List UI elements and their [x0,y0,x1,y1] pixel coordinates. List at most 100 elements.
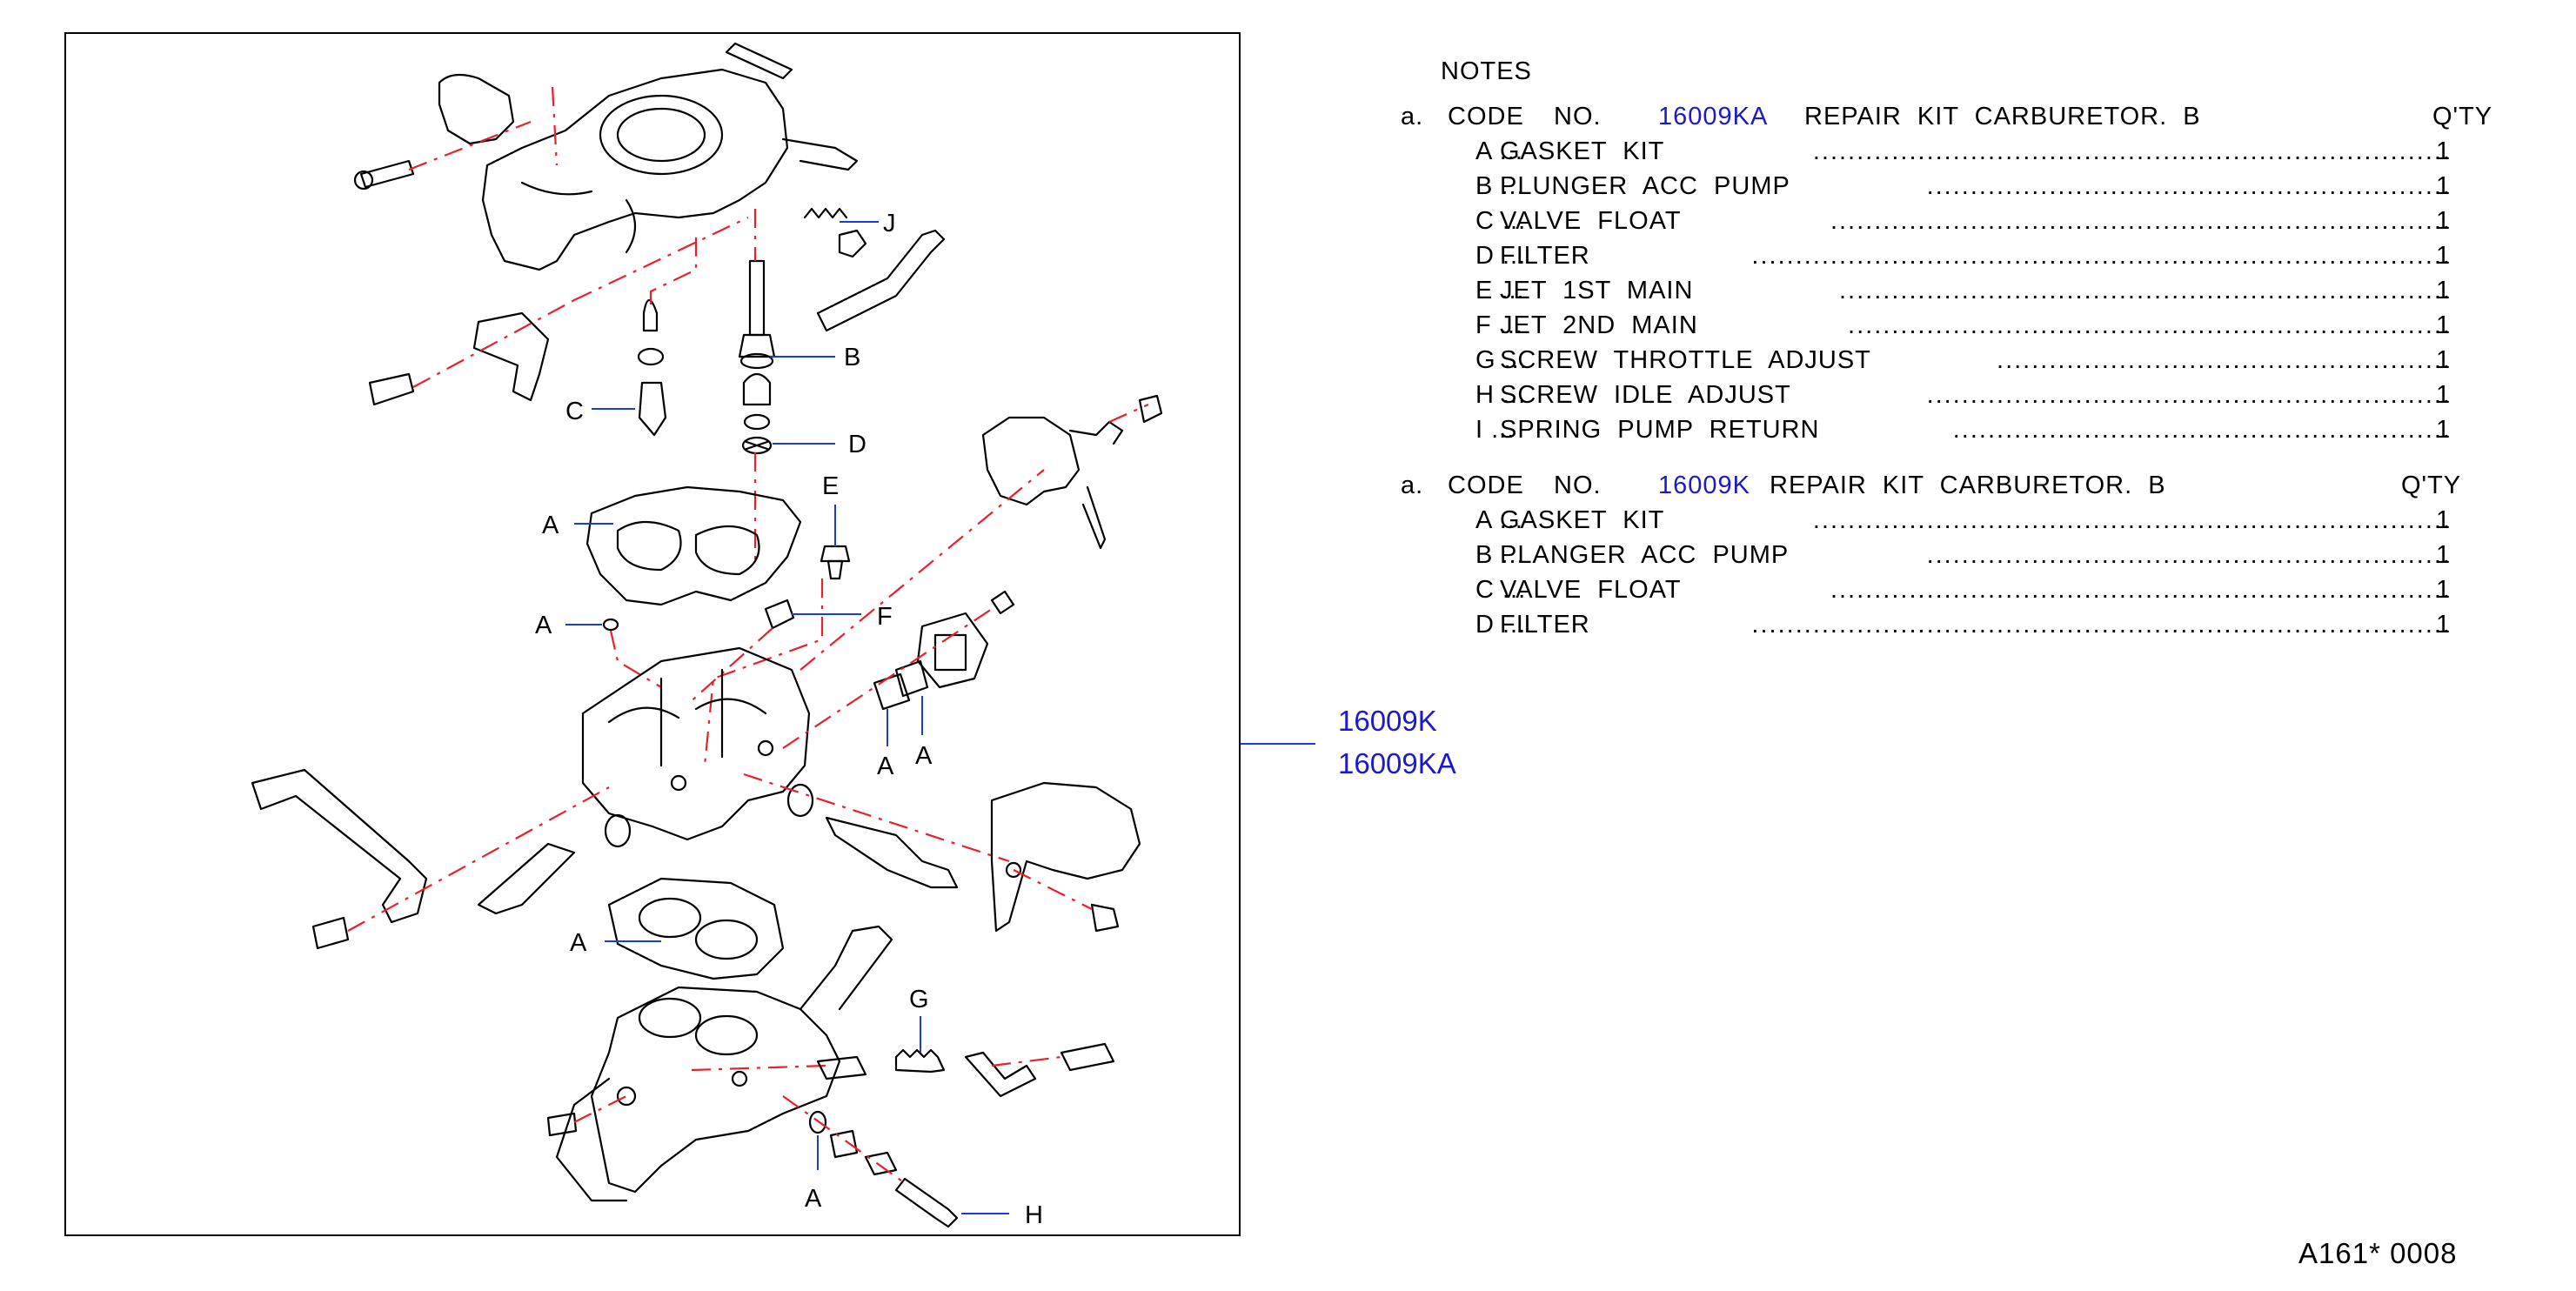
align-line [991,1055,1062,1067]
item-code: D ... [1475,611,1527,639]
kit-item-row: E ...JET 1ST MAIN.......................… [1392,273,2506,308]
kit-item-row: H ...SCREW IDLE ADJUST..................… [1392,378,2506,412]
item-qty: 1 [2436,381,2452,409]
choke-cover [990,781,1141,933]
item-qty: 1 [2436,277,2452,304]
item-name: PLANGER ACC PUMP [1500,541,1790,569]
dot-leader: ........................................… [1812,506,2452,534]
label-c: C [565,398,584,425]
align-line [412,299,575,388]
throttle-stop [964,1051,1037,1098]
idle-spring-lower [829,1129,859,1159]
dot-leader: ........................................… [1952,416,2452,444]
float-valve [637,298,667,437]
kit-code-link[interactable]: 16009KA [1658,103,1769,130]
item-qty: 1 [2436,242,2452,270]
air-horn-assembly [353,42,859,271]
kit-item-row: I ...SPRING PUMP RETURN.................… [1392,412,2506,447]
item-name: FILTER [1500,611,1590,639]
dot-leader: ........................................… [1997,346,2452,374]
item-name: SCREW IDLE ADJUST [1500,381,1791,409]
dot-leader: ........................................… [1830,576,2452,604]
throttle-link-arm [816,229,946,332]
kit-item-row: F ...JET 2ND MAIN.......................… [1392,308,2506,343]
item-code: F ... [1475,311,1523,339]
kit-code-link[interactable]: 16009K [1658,472,1750,499]
kit-1: a. CODE NO. 16009KA REPAIR KIT CARBURETO… [1392,99,2506,447]
kit-callout-16009k[interactable]: 16009K [1338,705,1437,737]
kit-item-row: A ...GASKET KIT.........................… [1392,503,2506,538]
item-qty: 1 [2436,311,2452,339]
acc-pump-cover [916,612,989,689]
throttle-lever-left [251,768,428,924]
kit-item-row: D ...FILTER.............................… [1392,607,2506,642]
item-qty: 1 [2436,506,2452,534]
label-a1: A [542,512,559,539]
align-line [573,1064,827,1123]
kit-2-header: a. CODE NO. 16009K REPAIR KIT CARBURETOR… [1392,468,2506,503]
item-code: E ... [1475,277,1525,304]
item-name: GASKET KIT [1500,506,1665,534]
item-code: H ... [1475,381,1527,409]
dot-leader: ........................................… [1751,611,2452,639]
label-a3: A [877,753,894,780]
dot-leader: ........................................… [1848,311,2452,339]
kit-item-row: C ...VALVE FLOAT........................… [1392,204,2506,238]
item-qty: 1 [2436,207,2452,235]
label-d: D [848,431,866,458]
item-code: D ... [1475,242,1527,270]
kit-prefix: a. [1401,103,1424,130]
kit-description: REPAIR KIT CARBURETOR. B [1770,472,2166,499]
item-name: JET 1ST MAIN [1500,277,1694,304]
acc-pump-plunger [738,259,776,431]
item-name: VALVE FLOAT [1500,207,1682,235]
kit-2-items: A ...GASKET KIT.........................… [1392,503,2506,642]
item-name: PLUNGER ACC PUMP [1500,172,1790,200]
qty-header: Q'TY [2432,103,2493,130]
label-a5: A [570,929,587,957]
item-name: SPRING PUMP RETURN [1500,416,1820,444]
diagram-frame [64,32,1241,1236]
o-ring-lower [808,1110,827,1134]
idle-jet-left [477,842,576,915]
item-name: GASKET KIT [1500,137,1665,165]
align-line [800,469,1045,671]
kit-item-row: B ...PLUNGER ACC PUMP...................… [1392,169,2506,204]
item-qty: 1 [2436,137,2452,165]
lever-screw [311,916,350,950]
code-label: CODE [1448,103,1524,130]
item-code: C ... [1475,207,1527,235]
label-j: J [883,210,896,237]
o-ring [604,813,632,848]
align-line [782,608,993,749]
choke-screw [1138,394,1163,424]
align-line [551,86,559,166]
label-h: H [1025,1201,1043,1229]
kit-prefix: a. [1401,472,1424,499]
o-ring [602,618,619,632]
kit-callout-16009ka[interactable]: 16009KA [1338,747,1456,779]
no-label: NO. [1554,472,1602,499]
item-name: JET 2ND MAIN [1500,311,1698,339]
throttle-screw-small [546,1112,578,1137]
kit-item-row: A ...GASKET KIT.........................… [1392,134,2506,169]
pump-return-spring [803,207,867,258]
filter-mesh [745,440,769,451]
choke-diaphragm [981,416,1124,550]
item-code: B ... [1475,172,1525,200]
pump-cover-screw [990,590,1015,615]
item-name: FILTER [1500,242,1590,270]
label-g: G [909,986,929,1013]
item-code: C ... [1475,576,1527,604]
item-name: VALVE FLOAT [1500,576,1682,604]
item-qty: 1 [2436,541,2452,569]
kit-1-header: a. CODE NO. 16009KA REPAIR KIT CARBURETO… [1392,99,2506,134]
notes-title: NOTES [1441,57,1532,85]
dot-leader: ........................................… [1926,381,2452,409]
align-line [609,630,662,688]
label-a4: A [915,742,933,770]
dot-leader: ........................................… [1751,242,2452,270]
dot-leader: ........................................… [1839,277,2452,304]
idle-washer [864,1151,898,1176]
